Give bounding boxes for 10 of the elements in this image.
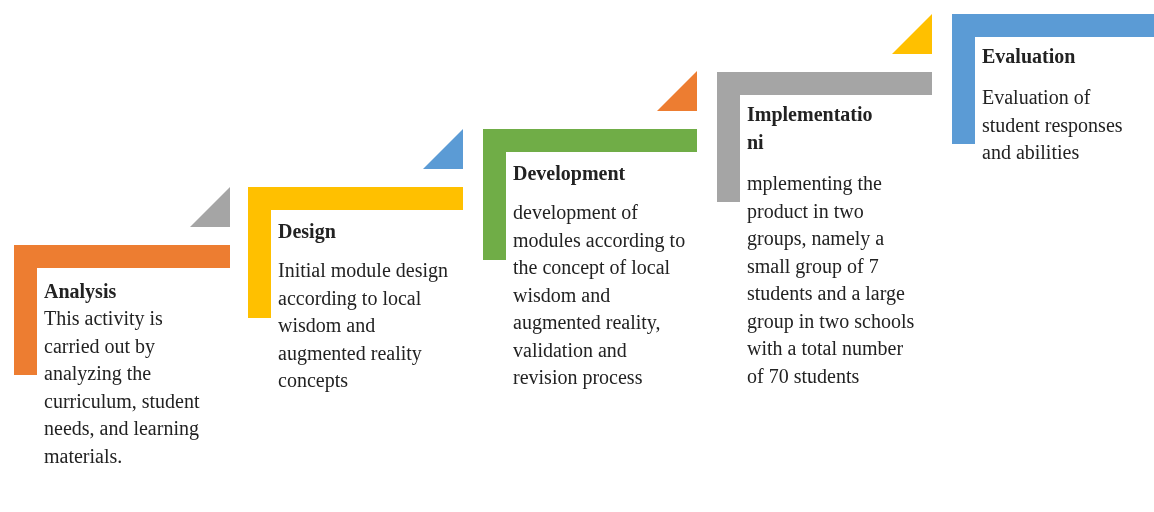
step-heading: Design bbox=[278, 219, 336, 245]
step-description: This activity is carried out by analyzing the curriculum, student needs, and learning materials. bbox=[44, 306, 201, 469]
step-heading: Development bbox=[513, 161, 626, 187]
step-heading: Analysis bbox=[44, 279, 117, 305]
step-description: mplementing the product in two groups, namely a small group of 7 students and a large group in two schools with a total number of 70 students bbox=[747, 171, 916, 389]
step-heading: Implementatio ni bbox=[747, 102, 873, 155]
step-heading: Evaluation bbox=[982, 44, 1076, 69]
step-description: Evaluation of student responses and abilities bbox=[982, 85, 1124, 165]
step-description: Initial module design according to local wisdom and augmented reality concepts bbox=[278, 258, 449, 394]
step-description: development of modules according to the concept of local wisdom and augmented reality, validation and revision process bbox=[513, 200, 687, 391]
